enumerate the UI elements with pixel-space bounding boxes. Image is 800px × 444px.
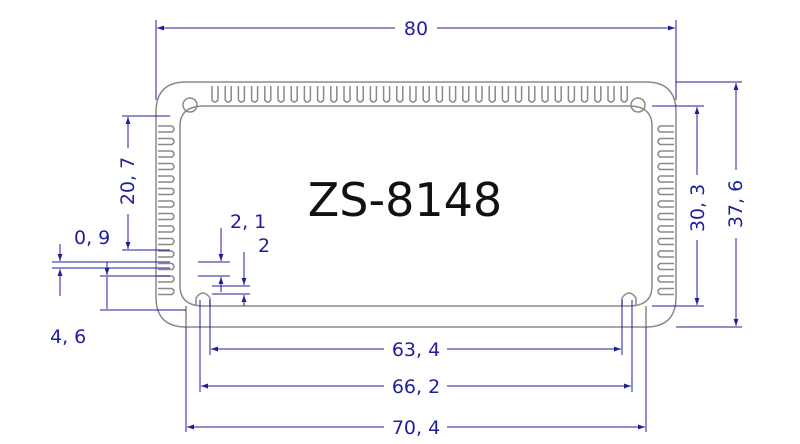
- top-fin-slots: [211, 86, 628, 103]
- top-fins: [211, 86, 628, 103]
- dim-label-rail-width: 70, 4: [392, 417, 440, 439]
- slot-bottom-left: [195, 292, 211, 306]
- dim-label-slot-span-outer: 66, 2: [392, 376, 440, 398]
- bottom-rail: [185, 306, 647, 327]
- dim-label-fin-gap: 0, 9: [74, 227, 110, 249]
- left-fin-slots: [158, 125, 175, 296]
- dim-label-fin-thickness: 2, 1: [230, 211, 266, 233]
- right-side-fins: [657, 125, 674, 296]
- dim-label-overall-width: 80: [404, 18, 428, 40]
- dim-label-slot: 2: [258, 235, 270, 257]
- dimension-lines: [52, 20, 742, 432]
- model-title: ZS-8148: [308, 173, 502, 227]
- slot-bottom-right: [621, 292, 637, 306]
- screw-boss-top-right: [630, 97, 646, 113]
- left-side-fins: [158, 125, 175, 296]
- profile-outline: [155, 81, 677, 328]
- dim-label-height-inner: 30, 3: [687, 184, 709, 232]
- dim-label-side-fin-span: 20, 7: [117, 157, 139, 205]
- dim-label-base-offset: 4, 6: [50, 326, 86, 348]
- dim-label-height-outer: 37, 6: [725, 180, 747, 228]
- screw-boss-top-left: [182, 97, 198, 113]
- right-fin-slots: [657, 125, 674, 296]
- dim-label-slot-span-inner: 63, 4: [392, 339, 440, 361]
- inner-cavity: [179, 105, 653, 307]
